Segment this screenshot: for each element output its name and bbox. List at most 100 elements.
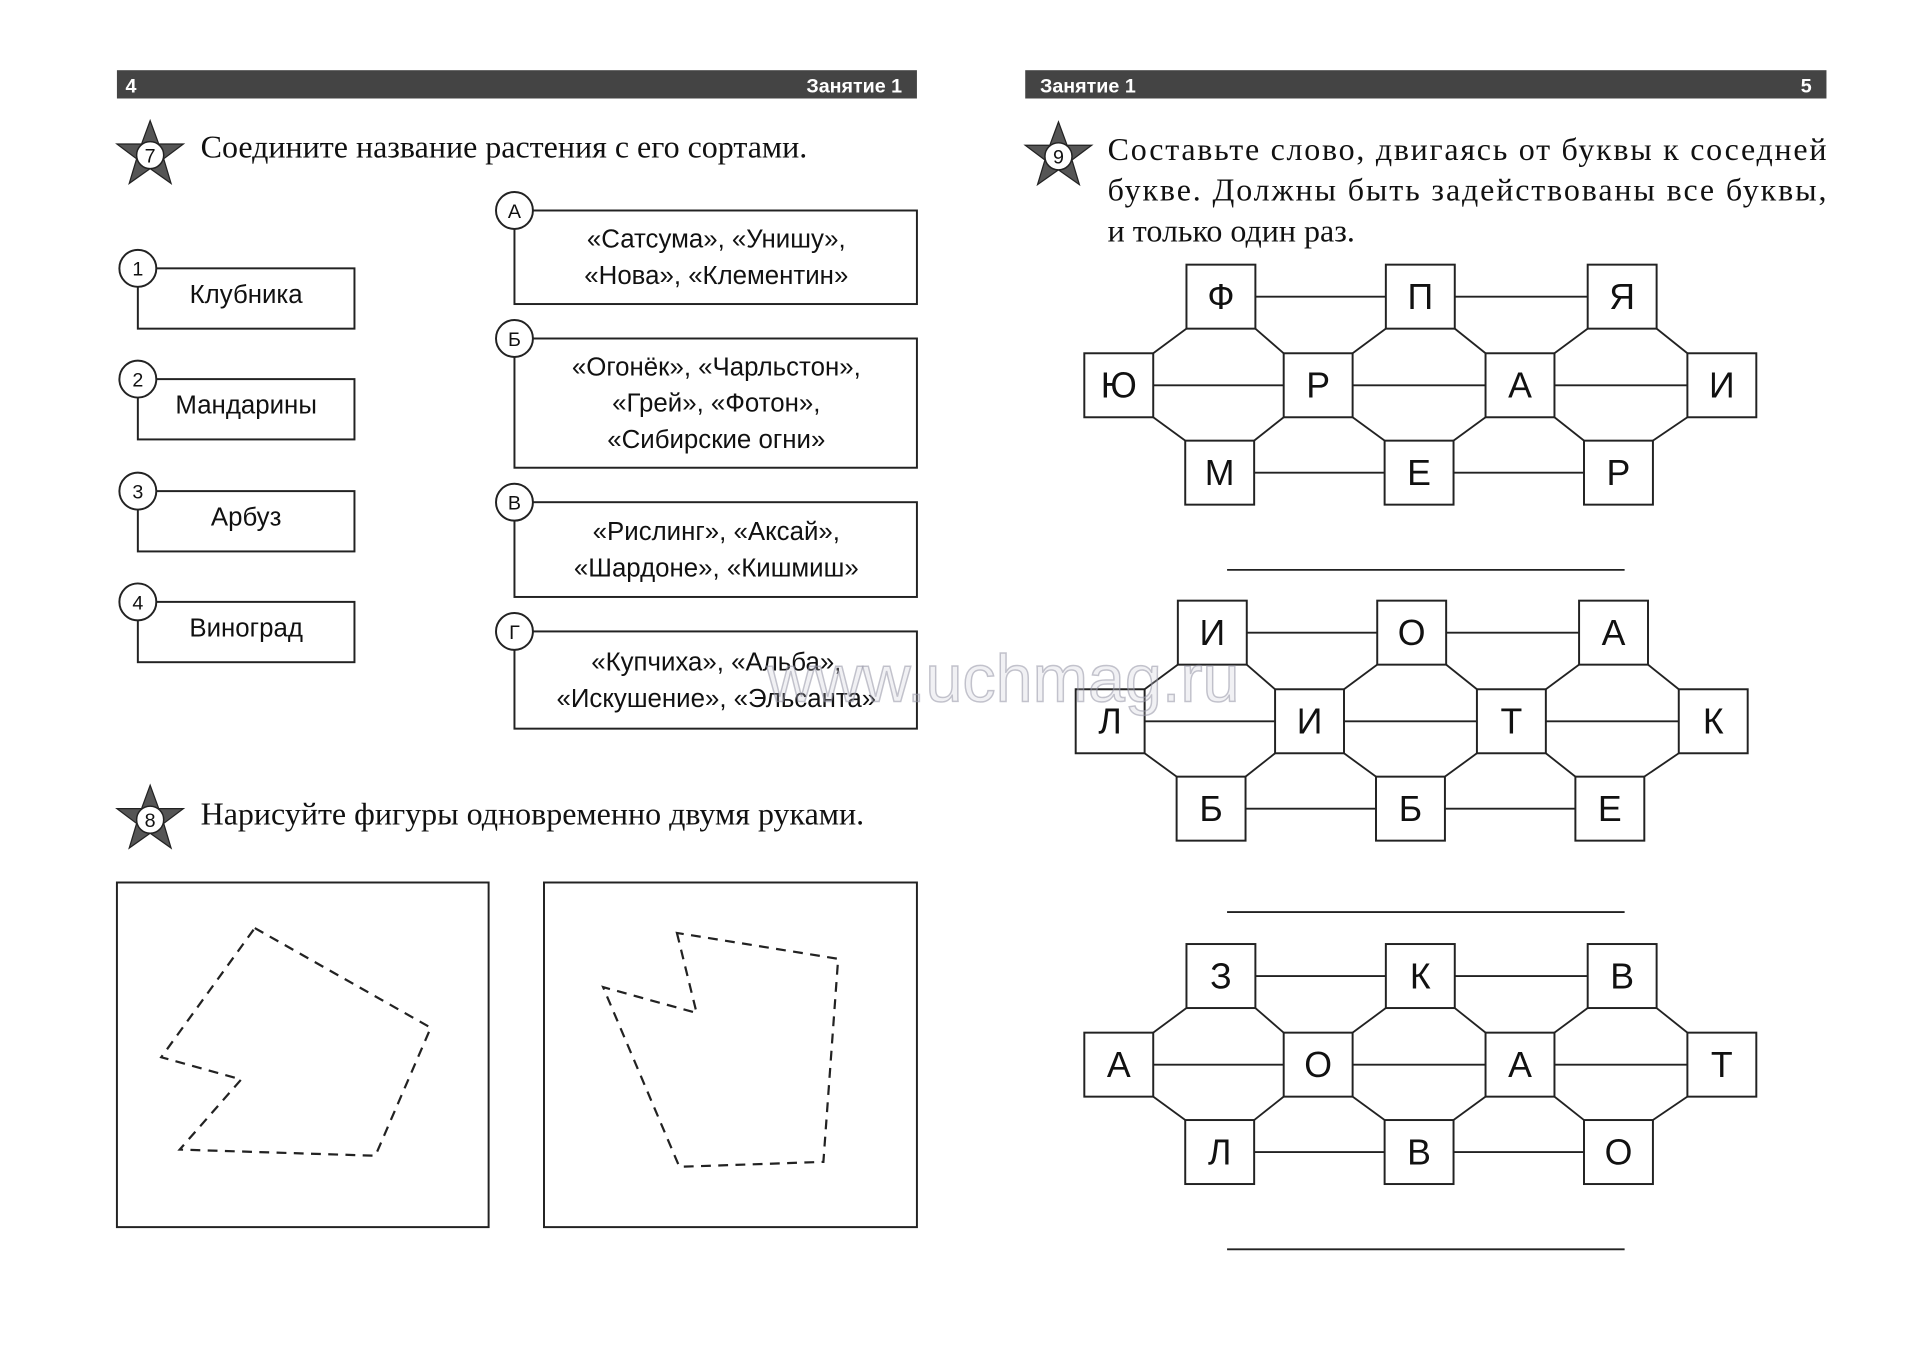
letter-cell: Б [1375,775,1446,842]
variety-text-line: «Нова», «Клементин» [584,262,848,290]
variety-item[interactable]: А«Сатсума», «Унишу»,«Нова», «Клементин» [495,191,918,306]
connector-line [1152,1095,1186,1121]
variety-item[interactable]: Б «Огонёк», «Чарльстон», «Грей», «Фотон», «… [495,319,918,469]
right-page-number: 5 [1801,75,1812,97]
letter: Р [1306,366,1330,406]
watermark: www.uchmag.ru [766,643,1240,717]
letter-cell: В [1383,1119,1455,1186]
connector-line [1254,1007,1285,1034]
connector-line [1643,752,1680,778]
letter: К [1410,956,1431,996]
letter: Ф [1207,277,1234,317]
letter: Б [1399,789,1422,829]
connector-line [1246,663,1276,690]
task9-instruction-line-1: Составьте слово, двигаясь от буквы к сос… [1108,131,1827,167]
right-page: Занятие 1 5 9 Составьте слово, двигаясь … [1023,70,1827,1251]
connector-line [1545,752,1576,778]
dashed-figure-left [159,926,433,1157]
letter-cell: Р [1583,439,1654,506]
letter-box [1586,943,1658,1010]
variety-box[interactable] [513,501,918,598]
connector-line [1545,663,1580,691]
variety-letter-circle [495,611,534,651]
right-section-title: Занятие 1 [1040,75,1136,97]
plant-box[interactable] [136,490,356,553]
letter: И [1709,366,1735,406]
letter-box [1184,439,1256,506]
connector-line [1152,1007,1188,1034]
letter-box [1484,352,1556,419]
puzzle-connectors [1144,631,1680,810]
letter-cell: З [1185,943,1257,1010]
variety-item[interactable]: В«Рислинг», «Аксай»,«Шардоне», «Кишмиш» [495,482,918,598]
connector-line [1352,416,1386,442]
letter-box [1176,599,1248,666]
task7-star-icon: 7 [115,118,186,185]
letter-box [1083,1031,1155,1098]
letter-cell: М [1184,439,1256,506]
letter: П [1407,277,1433,317]
letter: Е [1407,453,1431,493]
plant-number: 3 [132,481,143,503]
left-page: 4 Занятие 1 7 Соедините название растени… [115,70,918,1229]
plant-box[interactable] [136,600,356,664]
variety-list: А«Сатсума», «Унишу»,«Нова», «Клементин» Б… [495,191,918,730]
letter: А [1508,366,1532,406]
connector-line [1452,1095,1487,1121]
connector-line [1253,416,1285,442]
plant-name: Клубника [190,281,304,309]
connector-line [1656,1007,1688,1034]
letter-box [1282,1031,1354,1098]
variety-text-line: «Огонёк», «Чарльстон», [572,353,861,381]
variety-text-line: «Сибирские огни» [607,426,825,454]
letter-cell: А [1484,352,1556,419]
letter-cell: А [1083,1031,1155,1098]
drawing-area-left [115,881,490,1229]
letter-cell: А [1578,599,1649,666]
variety-text-line: «Рислинг», «Аксай», [593,518,840,546]
variety-box[interactable] [513,630,918,730]
letter: А [1107,1045,1131,1085]
variety-box[interactable] [513,209,918,306]
letter-box [1574,775,1646,842]
letter-cell: Т [1475,688,1547,755]
plant-box[interactable] [136,267,356,330]
connector-line [1444,752,1478,778]
left-page-number: 4 [126,75,137,97]
letter-box [1375,775,1446,842]
letter-cell: И [1686,352,1758,419]
letter-box [1686,352,1758,419]
variety-text-line: «Искушение», «Эльсанта» [556,685,876,713]
plant-number-circle [118,359,158,399]
letter-box [1282,352,1354,419]
variety-box[interactable] [513,337,918,469]
task9-star-icon: 9 [1023,120,1094,187]
letter-box [1376,599,1448,666]
variety-letter: Б [508,329,521,351]
variety-item[interactable]: Г«Купчиха», «Альба»,«Искушение», «Эльсан… [495,611,918,730]
variety-text-line: «Грей», «Фотон», [612,390,820,418]
connector-line [1352,1007,1387,1034]
letter-cell: Б [1175,775,1247,842]
plant-box[interactable] [136,378,356,441]
connector-line [1343,752,1377,778]
letter: З [1210,956,1232,996]
letter-box [1677,688,1749,755]
plant-number-circle [118,248,158,288]
left-section-title: Занятие 1 [806,75,902,97]
letter: К [1703,702,1724,742]
letter-box [1175,775,1247,842]
letter-cell: К [1384,943,1456,1010]
connector-line [1553,327,1589,355]
variety-letter-circle [495,191,534,230]
task9-instruction-line-3: и только один раз. [1108,212,1355,248]
connector-line [1652,416,1688,442]
letter-cell: И [1176,599,1248,666]
